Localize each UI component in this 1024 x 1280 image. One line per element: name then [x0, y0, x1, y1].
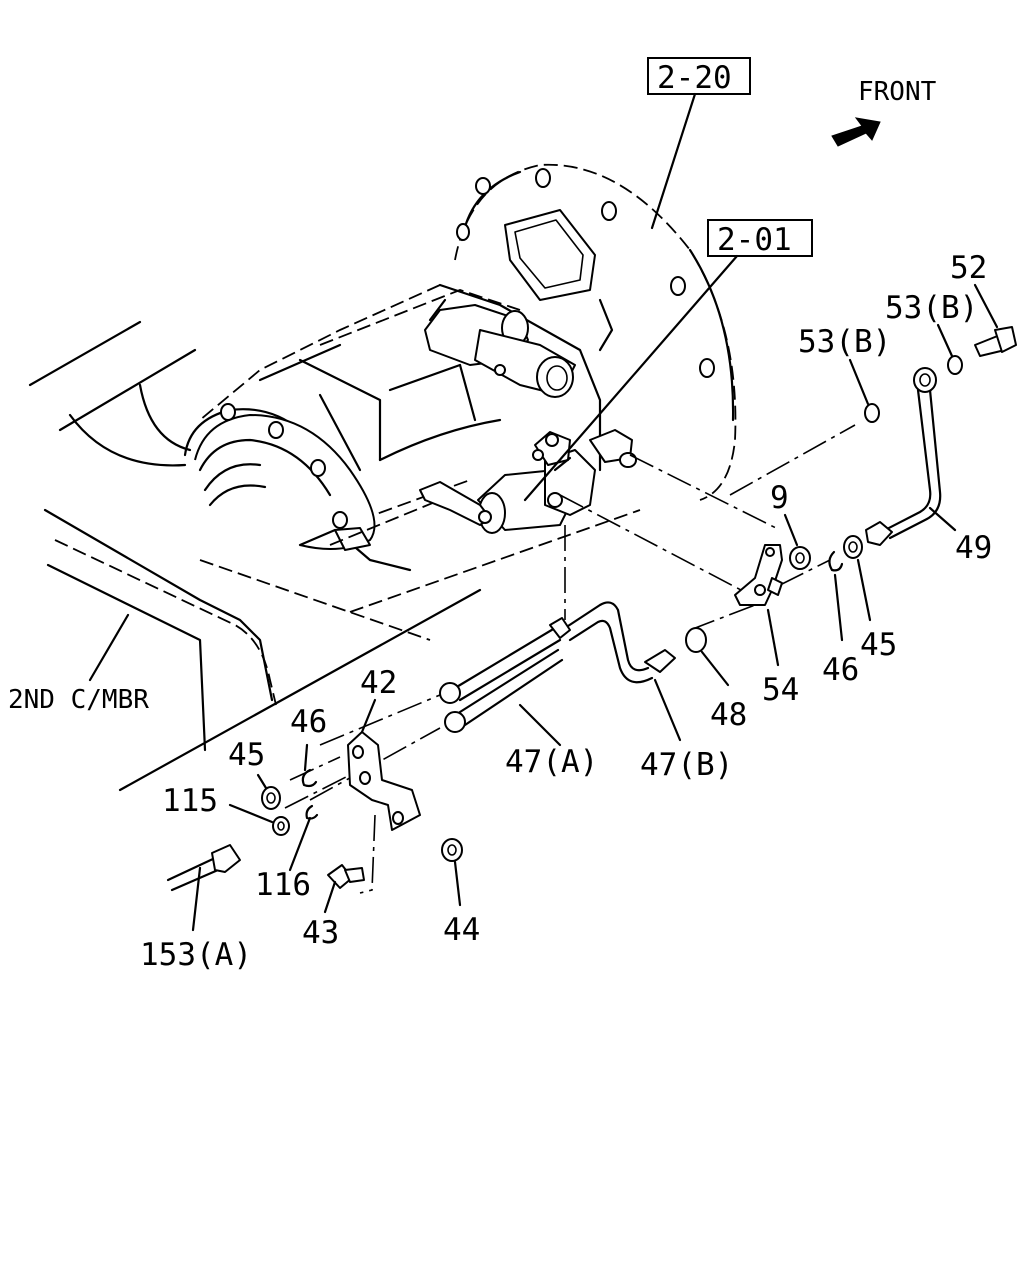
part-45-nut-left [261, 786, 281, 810]
ref-box-2-20-label: 2-20 [657, 60, 732, 96]
part-46-clip-left [301, 768, 318, 788]
ref-box-2-01-label: 2-01 [717, 222, 792, 258]
part-52-bolt [974, 326, 1017, 357]
part-48-oring [685, 627, 707, 653]
part-53b-washer-left [864, 403, 880, 423]
callout-43[interactable]: 43 [302, 915, 339, 951]
callout-9[interactable]: 9 [770, 480, 789, 516]
part-45-nut-right [843, 535, 863, 559]
crossmember-callout: 2ND C/MBR [8, 613, 149, 715]
part-44-nut [441, 838, 463, 862]
clutch-slave-cylinder [419, 429, 637, 534]
callout-46-left[interactable]: 46 [290, 704, 327, 740]
part-54-bracket [734, 544, 783, 606]
front-arrow-icon [831, 117, 881, 147]
ref-box-2-20[interactable]: 2-20 [647, 57, 751, 230]
callout-49[interactable]: 49 [955, 530, 992, 566]
callout-53b-left[interactable]: 53(B) [798, 324, 891, 360]
part-47-pipes [439, 601, 676, 733]
frame-rails [28, 320, 641, 792]
callout-labels: 52 53(B) 53(B) 9 49 45 46 54 48 47(B) 47… [140, 250, 992, 973]
part-49-pipe [865, 367, 942, 546]
callout-45-left[interactable]: 45 [228, 737, 265, 773]
callout-115[interactable]: 115 [162, 783, 218, 819]
callout-46-right[interactable]: 46 [822, 652, 859, 688]
callout-44[interactable]: 44 [443, 912, 480, 948]
callout-54[interactable]: 54 [762, 672, 799, 708]
front-direction-indicator: FRONT [831, 77, 937, 147]
part-46-clip-right [828, 550, 844, 572]
part-9-nut [789, 546, 811, 570]
part-53b-washer-upper [947, 355, 963, 375]
part-116-clip [305, 804, 319, 820]
ref-box-2-01[interactable]: 2-01 [523, 219, 813, 502]
callout-52[interactable]: 52 [950, 250, 987, 286]
part-42-bracket [347, 731, 421, 831]
callout-45-right[interactable]: 45 [860, 627, 897, 663]
callout-116[interactable]: 116 [255, 867, 311, 903]
callout-47b[interactable]: 47(B) [640, 747, 733, 783]
transmission-assembly [183, 163, 737, 572]
callout-47a[interactable]: 47(A) [505, 744, 598, 780]
callout-48[interactable]: 48 [710, 697, 747, 733]
crossmember-label: 2ND C/MBR [8, 685, 149, 715]
callout-leaders [191, 283, 999, 932]
callout-42[interactable]: 42 [360, 665, 397, 701]
part-43-bolt [327, 864, 365, 889]
callout-153a[interactable]: 153(A) [140, 937, 252, 973]
callout-53b-upper[interactable]: 53(B) [885, 290, 978, 326]
part-115-nut [272, 816, 290, 836]
front-label: FRONT [858, 77, 937, 107]
part-153a-hose [166, 844, 241, 892]
